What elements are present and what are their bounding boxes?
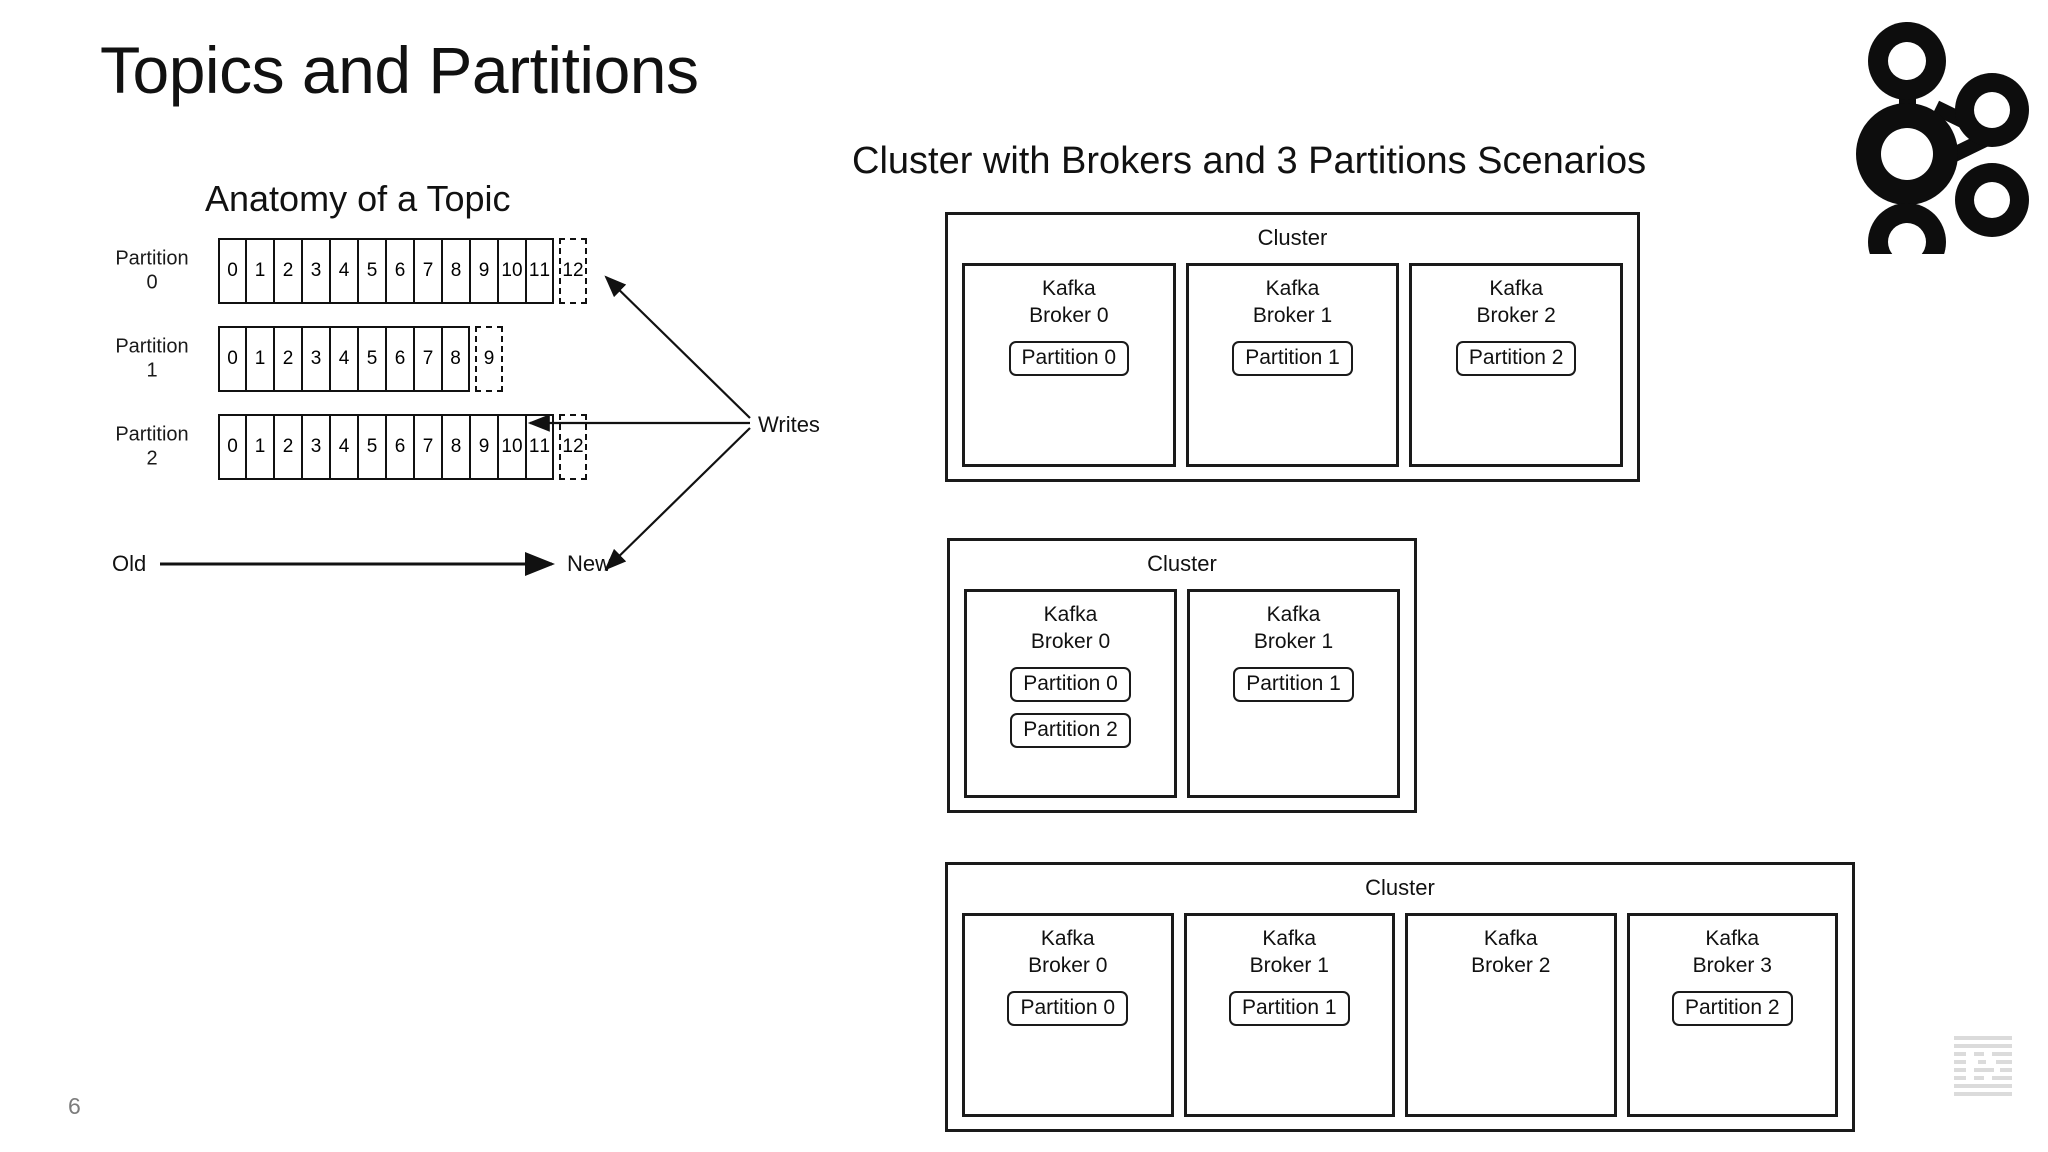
cluster-box-3: Cluster Kafka Broker 0 Partition 0 Kafka… xyxy=(945,862,1855,1132)
broker-box[interactable]: Kafka Broker 1 Partition 1 xyxy=(1183,913,1395,1117)
broker-box[interactable]: Kafka Broker 0 Partition 0 Partition 2 xyxy=(964,589,1177,798)
offset-cell: 8 xyxy=(442,326,470,392)
offset-cell: 5 xyxy=(358,414,386,480)
offset-cell: 4 xyxy=(330,326,358,392)
offset-cell: 7 xyxy=(414,326,442,392)
broker-name: Kafka Broker 1 xyxy=(1253,603,1334,653)
partition-label-line2: 0 xyxy=(146,272,158,294)
partition-chip[interactable]: Partition 1 xyxy=(1228,990,1350,1026)
offset-cell-pending: 9 xyxy=(475,326,503,392)
offset-cell: 4 xyxy=(330,238,358,304)
broker-box[interactable]: Kafka Broker 1 Partition 1 xyxy=(1187,589,1400,798)
partition-chip[interactable]: Partition 0 xyxy=(1010,666,1131,702)
axis-new-label: New xyxy=(567,551,612,576)
offset-cell: 6 xyxy=(386,238,414,304)
broker-name: Kafka Broker 0 xyxy=(1028,927,1108,977)
offset-cell: 0 xyxy=(218,414,246,480)
broker-box[interactable]: Kafka Broker 0 Partition 0 xyxy=(962,263,1176,467)
kafka-logo xyxy=(1836,14,2036,281)
writes-label: Writes xyxy=(758,412,820,437)
offset-cell: 5 xyxy=(358,238,386,304)
offset-cell: 3 xyxy=(302,326,330,392)
broker-box[interactable]: Kafka Broker 3 Partition 2 xyxy=(1626,913,1838,1117)
offset-cell: 3 xyxy=(302,414,330,480)
offset-cell: 7 xyxy=(414,414,442,480)
page-title: Topics and Partitions xyxy=(100,33,699,107)
broker-box[interactable]: Kafka Broker 2 xyxy=(1405,913,1617,1117)
cluster-box-2: Cluster Kafka Broker 0 Partition 0 Parti… xyxy=(947,538,1417,813)
offset-cell: 2 xyxy=(274,238,302,304)
partition-label-line2: 2 xyxy=(146,448,158,470)
scenarios-title: Cluster with Brokers and 3 Partitions Sc… xyxy=(852,140,1647,182)
broker-name: Kafka Broker 3 xyxy=(1692,927,1772,977)
partition-chip[interactable]: Partition 2 xyxy=(1455,340,1577,376)
partition-chip[interactable]: Partition 1 xyxy=(1232,340,1353,376)
offset-cell: 6 xyxy=(386,414,414,480)
partition-row-label: Partition 1 xyxy=(100,335,204,384)
broker-box[interactable]: Kafka Broker 1 Partition 1 xyxy=(1185,263,1400,467)
offset-cell: 7 xyxy=(414,238,442,304)
partition-row-label: Partition 0 xyxy=(100,247,204,296)
partition-cells: 0 1 2 3 4 5 6 7 8 9 xyxy=(218,326,503,392)
cluster-title: Cluster xyxy=(1147,551,1217,576)
offset-cell: 8 xyxy=(442,414,470,480)
partition-chip[interactable]: Partition 1 xyxy=(1233,666,1354,702)
broker-name: Kafka Broker 0 xyxy=(1030,603,1111,653)
partition-label-line1: Partition xyxy=(115,247,189,270)
broker-box[interactable]: Kafka Broker 0 Partition 0 xyxy=(962,913,1174,1117)
brokers-row: Kafka Broker 0 Partition 0 Kafka Broker … xyxy=(962,913,1838,1117)
offset-cell: 2 xyxy=(274,326,302,392)
partition-chip[interactable]: Partition 2 xyxy=(1671,990,1793,1026)
brokers-row: Kafka Broker 0 Partition 0 Kafka Broker … xyxy=(962,263,1624,467)
offset-cell: 4 xyxy=(330,414,358,480)
broker-name: Kafka Broker 2 xyxy=(1471,927,1551,977)
broker-name: Kafka Broker 1 xyxy=(1249,927,1329,977)
anatomy-title: Anatomy of a Topic xyxy=(205,178,511,219)
offset-cell: 9 xyxy=(470,414,498,480)
cluster-title: Cluster xyxy=(1257,225,1328,250)
offset-cell: 0 xyxy=(218,326,246,392)
cluster-title: Cluster xyxy=(1365,875,1435,900)
partition-chip[interactable]: Partition 0 xyxy=(1008,340,1130,376)
offset-cell: 0 xyxy=(218,238,246,304)
partition-label-line1: Partition xyxy=(115,335,189,358)
partition-label-line2: 1 xyxy=(146,360,158,382)
page-number: 6 xyxy=(68,1093,81,1119)
offset-cell: 6 xyxy=(386,326,414,392)
offset-cell: 3 xyxy=(302,238,330,304)
ibm-logo xyxy=(1948,1032,2018,1104)
offset-cell: 5 xyxy=(358,326,386,392)
offset-cell: 8 xyxy=(442,238,470,304)
offset-cell: 1 xyxy=(246,326,274,392)
offset-cell: 2 xyxy=(274,414,302,480)
offset-cell: 1 xyxy=(246,238,274,304)
broker-name: Kafka Broker 2 xyxy=(1476,277,1556,327)
partition-chip[interactable]: Partition 2 xyxy=(1010,712,1131,748)
broker-name: Kafka Broker 0 xyxy=(1029,277,1109,327)
partition-label-line1: Partition xyxy=(115,423,189,446)
partition-chip[interactable]: Partition 0 xyxy=(1007,990,1129,1026)
brokers-row: Kafka Broker 0 Partition 0 Partition 2 K… xyxy=(964,589,1400,798)
cluster-box-1: Cluster Kafka Broker 0 Partition 0 Kafka… xyxy=(945,212,1640,482)
offset-cell: 9 xyxy=(470,238,498,304)
anatomy-of-a-topic-diagram: Anatomy of a Topic Partition 0 0 1 2 3 4… xyxy=(100,178,890,638)
broker-box[interactable]: Kafka Broker 2 Partition 2 xyxy=(1409,263,1624,467)
partition-row-label: Partition 2 xyxy=(100,423,204,472)
axis-old-label: Old xyxy=(112,551,147,576)
offset-cell: 1 xyxy=(246,414,274,480)
broker-name: Kafka Broker 1 xyxy=(1252,277,1333,327)
